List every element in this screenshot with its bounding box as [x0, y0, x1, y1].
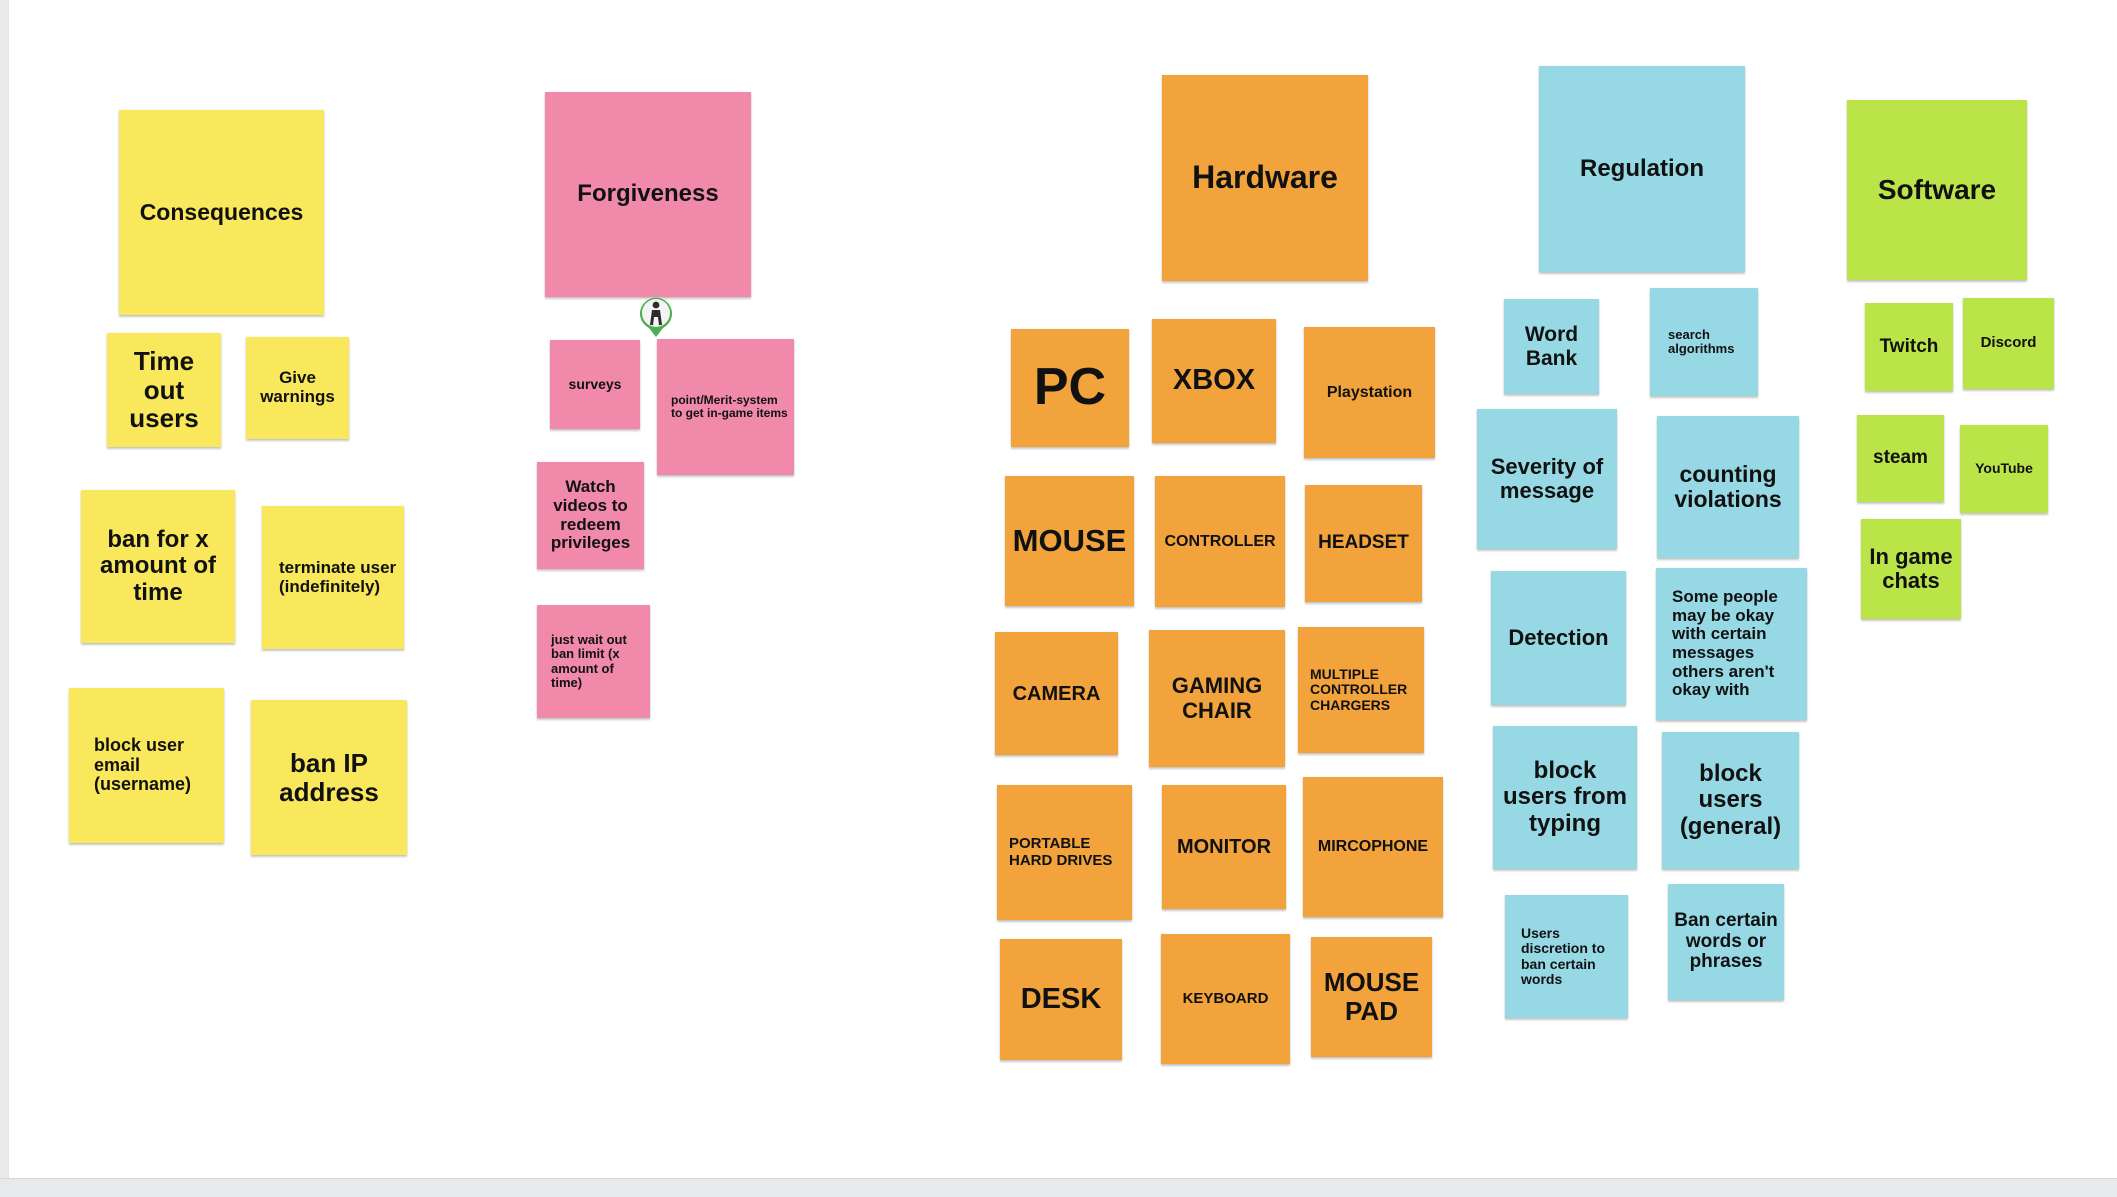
sticky-note[interactable]: block user email (username)	[69, 688, 224, 843]
sticky-note[interactable]: YouTube	[1960, 425, 2048, 513]
sticky-note[interactable]: KEYBOARD	[1161, 934, 1290, 1064]
sticky-note[interactable]: CONTROLLER	[1155, 476, 1285, 607]
sticky-note[interactable]: Detection	[1491, 571, 1626, 705]
sticky-note[interactable]: just wait out ban limit (x amount of tim…	[537, 605, 650, 718]
sticky-note[interactable]: Some people may be okay with certain mes…	[1656, 568, 1807, 720]
sticky-note[interactable]: Playstation	[1304, 327, 1435, 458]
sticky-note[interactable]: Severity of message	[1477, 409, 1617, 549]
sticky-note-hardware-header[interactable]: Hardware	[1162, 75, 1368, 281]
sticky-note[interactable]: Give warnings	[246, 337, 349, 439]
sticky-note[interactable]: MIRCOPHONE	[1303, 777, 1443, 917]
sticky-note[interactable]: MONITOR	[1162, 785, 1286, 909]
sticky-note[interactable]: terminate user (indefinitely)	[262, 506, 404, 649]
sticky-note[interactable]: ban for x amount of time	[81, 490, 235, 643]
sticky-note[interactable]: block users (general)	[1662, 732, 1799, 869]
sticky-note[interactable]: Discord	[1963, 298, 2054, 389]
sticky-note[interactable]: HEADSET	[1305, 485, 1422, 602]
sticky-note-software-header[interactable]: Software	[1847, 100, 2027, 280]
bottom-bar	[0, 1178, 2117, 1197]
sticky-note[interactable]: Twitch	[1865, 303, 1953, 391]
sticky-note[interactable]: ban IP address	[251, 700, 407, 855]
sticky-note[interactable]: surveys	[550, 340, 640, 429]
sticky-note[interactable]: MOUSE	[1005, 476, 1134, 606]
sticky-note[interactable]: XBOX	[1152, 319, 1276, 443]
sticky-note[interactable]: CAMERA	[995, 632, 1118, 755]
sticky-note[interactable]: MOUSE PAD	[1311, 937, 1432, 1057]
sticky-note[interactable]: MULTIPLE CONTROLLER CHARGERS	[1298, 627, 1424, 753]
sticky-note[interactable]: GAMING CHAIR	[1149, 630, 1285, 767]
sticky-note[interactable]: PORTABLE HARD DRIVES	[997, 785, 1132, 920]
sticky-note[interactable]: steam	[1857, 415, 1944, 502]
user-avatar-icon[interactable]	[638, 296, 674, 338]
sticky-note-regulation-header[interactable]: Regulation	[1539, 66, 1745, 272]
sticky-note[interactable]: point/Merit-system to get in-game items	[657, 339, 794, 475]
sticky-note[interactable]: Time out users	[107, 333, 221, 447]
sticky-note[interactable]: PC	[1011, 329, 1129, 447]
sticky-note[interactable]: DESK	[1000, 939, 1122, 1060]
sticky-note[interactable]: block users from typing	[1493, 726, 1637, 869]
sticky-note[interactable]: Ban certain words or phrases	[1668, 884, 1784, 1000]
sticky-note[interactable]: search algorithms	[1650, 288, 1758, 396]
sticky-note[interactable]: counting violations	[1657, 416, 1799, 558]
sticky-note[interactable]: Watch videos to redeem privileges	[537, 462, 644, 569]
sticky-note[interactable]: In game chats	[1861, 519, 1961, 619]
sticky-note-forgiveness-header[interactable]: Forgiveness	[545, 92, 751, 297]
sticky-note[interactable]: Users discretion to ban certain words	[1505, 895, 1628, 1018]
sticky-note-consequences-header[interactable]: Consequences	[119, 110, 324, 315]
sticky-note[interactable]: Word Bank	[1504, 299, 1599, 394]
